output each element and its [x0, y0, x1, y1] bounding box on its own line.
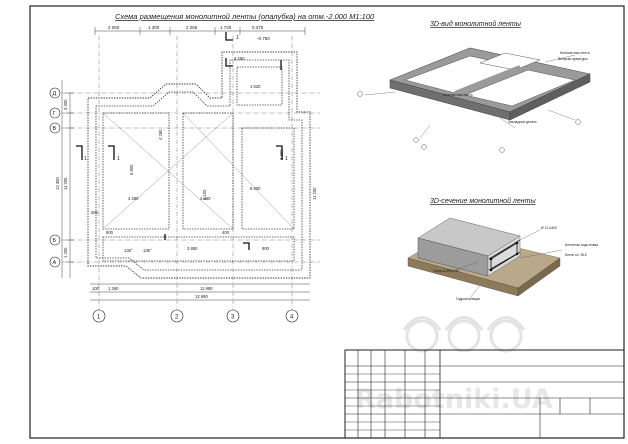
section3d-title: 3D-сечение монолитной ленты: [430, 197, 536, 205]
view3d-callout-3: Монолитная лента: [443, 93, 473, 97]
column-axis-lines: [98, 36, 293, 310]
room-right: [241, 127, 295, 230]
bottom-dim-4: 12 690: [195, 294, 208, 299]
section3d-callout-3: Бетон кл. В15: [565, 253, 587, 257]
axis-row-B: Б: [53, 238, 57, 244]
top-dim-1: 2 050: [108, 25, 120, 30]
room-middle: [182, 112, 234, 230]
inner-dim-13: 900: [262, 246, 270, 251]
section-mark-3: 1: [236, 35, 239, 41]
section-mark-2: 1: [117, 156, 120, 162]
section3d-callout-4: Хомуты Ø6 A240: [433, 269, 459, 273]
title-block: [344, 349, 625, 439]
section-mark-4: 1: [285, 156, 288, 162]
foundation-plan: Схема размещения монолитной ленты (опалу…: [49, 12, 375, 323]
inner-dim-11: 4 250: [234, 56, 245, 61]
left-dim-3: 3 300: [63, 99, 68, 110]
left-dim-2: 12 350: [55, 177, 60, 190]
view-3d: 3D-вид монолитной ленты Монолитная лента…: [357, 20, 591, 153]
outer-strip-inner-edge: [95, 59, 303, 271]
plan-title: Схема размещения монолитной ленты (опалу…: [115, 12, 375, 21]
view3d-callout-lines: [364, 54, 576, 139]
inner-dim-6: 2 100: [202, 189, 207, 200]
top-dimension-chain: [94, 27, 306, 35]
room-top-right: [236, 66, 283, 106]
top-dim-4: 1 725: [220, 25, 232, 30]
row-axis-lines: [62, 92, 320, 263]
left-dimension-chain: [61, 80, 74, 278]
inner-dim-12: 3 850: [187, 246, 198, 251]
axis-row-V: В: [53, 126, 57, 132]
section-3d: 3D-сечение монолитной ленты: [407, 197, 598, 301]
inner-dim-3: 6 800: [250, 186, 261, 191]
inner-dim-9: 900: [106, 230, 114, 235]
bottom-dim-1: 100: [92, 286, 100, 291]
level-mark: -0.750: [257, 36, 270, 41]
axis-col-1: 1: [97, 315, 101, 321]
axis-col-2: 2: [175, 315, 179, 321]
top-dim-5: 0.375: [252, 25, 264, 30]
axis-row-D: Д: [53, 91, 57, 97]
section3d-callout-5: Гидроизоляция: [456, 297, 480, 301]
worker-logo-icon: [402, 316, 526, 353]
inner-dim-15: 300: [91, 210, 99, 215]
bottom-dim-3: 11 990: [200, 286, 213, 291]
top-dim-3: 2 255: [186, 25, 198, 30]
section-3d-model: [407, 217, 561, 297]
top-dim-2: 1 300: [148, 25, 160, 30]
axis-row-A: А: [53, 260, 57, 266]
bottom-dimension-chain: [90, 283, 310, 301]
inner-dim-14: 400: [222, 230, 230, 235]
watermark: Rabotniki.UA: [355, 316, 553, 415]
inner-dim-4: 6 800: [129, 164, 134, 175]
view3d-callout-2: Выпуски арматуры: [558, 57, 588, 61]
row-axis-bubbles: [49, 87, 61, 268]
section3d-callout-lines: [454, 229, 563, 299]
axis-col-3: 3: [231, 315, 235, 321]
inner-dim-1: 4 280: [128, 196, 139, 201]
watermark-text: Rabotniki.UA: [355, 384, 553, 415]
axis-col-4: 4: [290, 315, 294, 321]
bottom-dim-2: 1 260: [108, 286, 119, 291]
view3d-title: 3D-вид монолитной ленты: [430, 20, 522, 28]
section3d-callout-2: Бетонная подготовка: [565, 243, 598, 247]
section3d-callout-1: Ø 12 A400: [541, 226, 557, 230]
inner-dim-10: 11 200: [312, 187, 317, 200]
inner-dim-8: 1 620: [250, 84, 261, 89]
view3d-callout-4: Закладная деталь: [508, 120, 537, 124]
left-dim-1: 11 200: [63, 177, 68, 190]
sheet-frame: [29, 5, 625, 439]
view3d-markers: [357, 91, 581, 153]
section-cut-markers: [76, 32, 283, 250]
section-mark-1: 1: [84, 156, 87, 162]
diagonal-lines: [102, 112, 295, 230]
strip-3d-model: [389, 47, 591, 121]
angle-2: 135°: [143, 248, 152, 253]
axis-row-G: Г: [53, 111, 56, 117]
view3d-callout-1: Монолитная лента: [560, 51, 590, 55]
angle-1: 135°: [124, 248, 133, 253]
room-bottom: [102, 236, 295, 262]
outer-formwork: [87, 51, 311, 279]
inner-dim-2: 4 260: [200, 196, 211, 201]
column-axis-bubbles: [92, 309, 299, 323]
inner-dim-5: 4 280: [158, 129, 163, 140]
left-dim-4: 1 250: [63, 247, 68, 258]
